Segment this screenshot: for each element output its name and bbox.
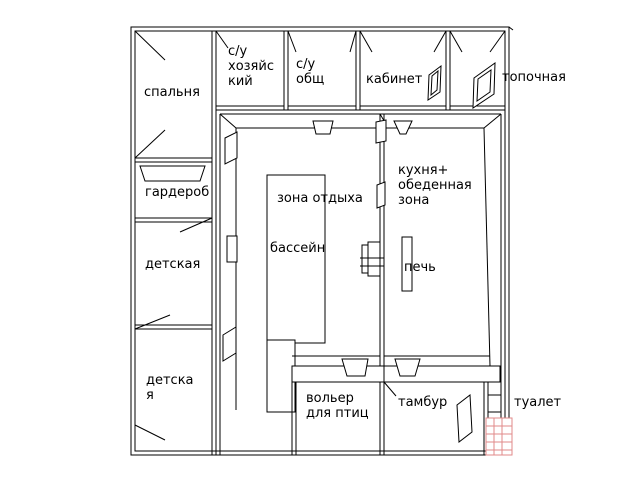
- room-label-wardrobe: гардероб: [145, 185, 210, 200]
- room-label-bedroom: спальня: [144, 85, 200, 100]
- room-label-stove: печь: [404, 260, 436, 275]
- room-label-kitchen: кухня+ обеденная зона: [398, 163, 472, 208]
- room-label-aviary: вольер для птиц: [306, 391, 369, 421]
- room-label-rest-zone: зона отдыха: [277, 191, 363, 206]
- pool-outline: [266, 174, 326, 413]
- windows: [139, 62, 496, 443]
- room-label-toilet: туалет: [514, 395, 562, 410]
- central-walls: [216, 109, 505, 455]
- top-row-walls: [134, 30, 506, 455]
- room-label-vestibule: тамбур: [398, 395, 448, 410]
- left-column-walls: [134, 129, 213, 441]
- room-label-nursery-1: детская: [145, 257, 201, 272]
- entrance-hatch: [485, 417, 513, 456]
- room-label-nursery-2: детска я: [146, 373, 194, 403]
- room-label-pool: бассейн: [270, 241, 326, 256]
- room-label-bath-common: с/у общ: [296, 57, 325, 87]
- room-label-boiler: топочная: [502, 70, 566, 85]
- room-label-study: кабинет: [366, 72, 423, 87]
- stove-block: [360, 236, 413, 292]
- room-label-bath-owner: с/у хозяйс кий: [228, 44, 274, 89]
